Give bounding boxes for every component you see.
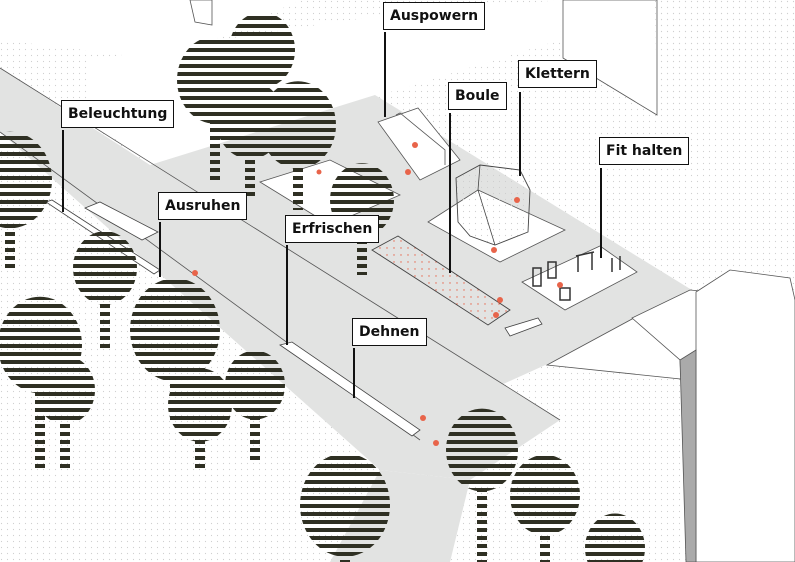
boule-court: [371, 235, 511, 326]
tree-trunk: [210, 80, 220, 180]
klettern-pointer: [519, 92, 521, 176]
plaza-area: [150, 95, 700, 390]
climbing-boulder: [455, 164, 531, 246]
dehnen-pointer: [353, 348, 355, 398]
boule-pointer: [449, 113, 451, 273]
tree-crown: [0, 131, 52, 229]
tree-crown: [130, 278, 220, 382]
goal: [395, 112, 446, 165]
tree-trunk: [250, 385, 260, 460]
tree-crown: [35, 355, 95, 425]
tree-trunk: [100, 268, 110, 348]
ausruhen-pointer: [159, 222, 161, 277]
fit-halten-pointer: [600, 168, 602, 258]
auspowern-pointer: [384, 32, 386, 117]
erfrischen-pointer: [286, 245, 288, 345]
label-ausruhen: Ausruhen: [158, 192, 248, 220]
shelter-bench: [84, 201, 159, 241]
tree-crown: [73, 231, 137, 305]
auspowern-field: [377, 107, 461, 181]
tree-crown: [168, 368, 232, 442]
street: [0, 0, 300, 60]
promenade: [0, 68, 560, 480]
tree-crown: [585, 513, 645, 562]
label-beleuchtung: Beleuchtung: [61, 100, 175, 128]
fit-halten-plaza: [521, 245, 638, 311]
tree-trunk: [477, 450, 487, 562]
tree-crown: [510, 454, 580, 536]
label-erfrischen: Erfrischen: [285, 215, 380, 243]
tree-trunk: [60, 390, 70, 470]
people: [192, 142, 563, 446]
trees: [0, 12, 645, 562]
label-klettern: Klettern: [518, 60, 597, 88]
tree-crown: [260, 81, 336, 169]
tree-crown: [446, 408, 518, 492]
tree-trunk: [245, 120, 255, 200]
label-auspowern: Auspowern: [383, 2, 486, 30]
buildings: [189, 0, 795, 562]
label-dehnen: Dehnen: [352, 318, 427, 346]
tree-crown: [229, 12, 295, 88]
tree-crown: [300, 453, 390, 557]
tree-crown: [225, 350, 285, 420]
street: [90, 0, 560, 165]
beleuchtung-pointer: [62, 130, 64, 212]
label-fit-halten: Fit halten: [599, 137, 690, 165]
fitness-equipment: [532, 251, 621, 301]
long-bench: [279, 341, 421, 437]
label-boule: Boule: [448, 82, 507, 110]
bench: [504, 317, 543, 337]
